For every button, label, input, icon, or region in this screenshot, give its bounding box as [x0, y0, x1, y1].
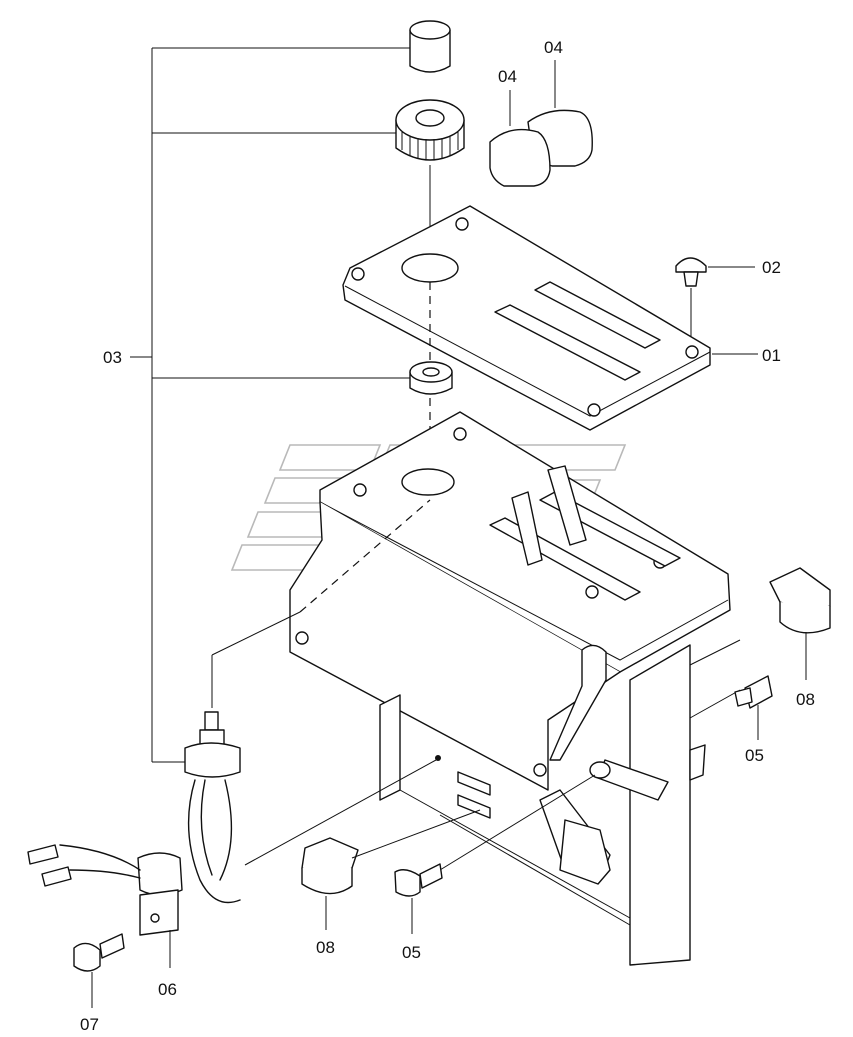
clip-08-bottom	[301, 837, 359, 895]
callout-08-bottom: 08	[316, 938, 335, 957]
screw-02	[675, 257, 755, 340]
lever-knob-pair	[489, 109, 593, 187]
cover-plate	[342, 205, 758, 431]
sensor-switch	[27, 711, 241, 936]
callout-07: 07	[80, 1015, 99, 1034]
knob-ring	[395, 99, 465, 161]
callout-02: 02	[762, 258, 781, 277]
callout-06: 06	[158, 980, 177, 999]
clip-08-right	[769, 567, 831, 634]
console-legs	[379, 639, 741, 966]
screw-07	[73, 933, 125, 972]
bolt-05-right	[734, 675, 773, 709]
bracket-03	[130, 47, 410, 763]
callout-01: 01	[762, 346, 781, 365]
callout-04-left: 04	[498, 67, 517, 86]
callout-05-right: 05	[745, 746, 764, 765]
callout-04-right: 04	[544, 38, 563, 57]
knob-cap	[409, 20, 451, 73]
callout-03: 03	[103, 348, 122, 367]
console-bracket	[289, 411, 731, 791]
callout-08-right: 08	[796, 690, 815, 709]
bolt-05-bottom	[394, 863, 443, 897]
nut	[409, 361, 453, 395]
callout-05-bottom: 05	[402, 943, 421, 962]
gear-arm	[539, 759, 669, 885]
